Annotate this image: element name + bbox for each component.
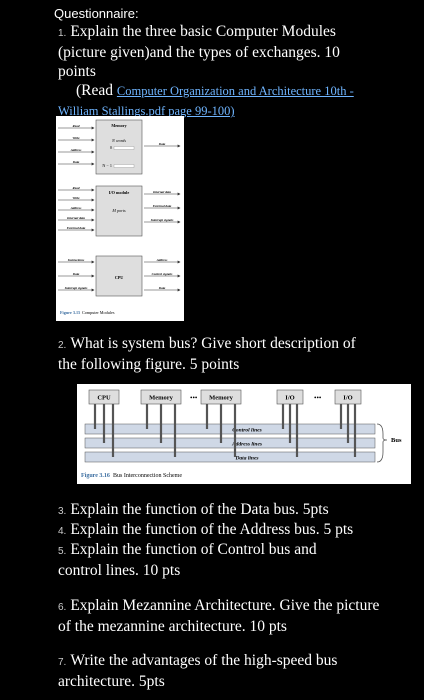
- question-4: 4.Explain the function of the Address bu…: [58, 520, 408, 541]
- cpu-input-label: Interrupt signals: [64, 286, 89, 290]
- question-7: 7.Write the advantages of the high-speed…: [58, 651, 358, 691]
- bus-module-label: Memory: [209, 395, 234, 402]
- io-module: [95, 185, 143, 237]
- io-input-label: Read: [73, 186, 80, 190]
- question-text: Explain Mezannine Architecture. Give the…: [58, 597, 380, 635]
- bus-label: Bus: [391, 437, 402, 444]
- io-title: I/O module: [109, 190, 130, 195]
- cpu-output-label: Control signals: [152, 272, 174, 276]
- question-number: 4.: [58, 526, 67, 537]
- memory-output-label: Data: [158, 142, 166, 146]
- bus-band: [84, 423, 376, 435]
- question-text: Explain the function of the Data bus. 5p…: [70, 501, 329, 518]
- memory-title: Memory: [111, 123, 127, 128]
- io-input-label: Write: [72, 196, 80, 200]
- computer-modules-figure: Memory N words 0 N − 1 I/O module M port…: [56, 116, 184, 321]
- bus-module-label: I/O: [285, 395, 294, 402]
- ellipsis: •••: [314, 394, 322, 402]
- bus-line-label: Address lines: [231, 442, 262, 448]
- cpu-title: CPU: [115, 275, 124, 280]
- figure-caption-text: Bus Interconnection Scheme: [113, 473, 182, 479]
- bus-module-label: I/O: [343, 395, 352, 402]
- read-prefix: (Read: [76, 82, 114, 99]
- question-number: 1.: [58, 28, 67, 39]
- bus-line-label: Data lines: [234, 456, 258, 462]
- question-number: 7.: [58, 657, 67, 668]
- question-number: 6.: [58, 602, 67, 613]
- cpu-output-label: Address: [156, 258, 169, 262]
- io-output-label: External data: [152, 204, 172, 208]
- question-3: 3.Explain the function of the Data bus. …: [58, 500, 408, 521]
- bus-band: [84, 437, 376, 449]
- io-input-label: External data: [66, 226, 86, 230]
- cpu-output-label: Data: [158, 286, 166, 290]
- bus-band: [84, 451, 376, 463]
- io-output-label: Internal data: [152, 190, 171, 194]
- reference-link[interactable]: Computer Organization and Architecture 1…: [58, 84, 354, 118]
- cpu-input-label: Instructions: [67, 258, 85, 262]
- question-number: 3.: [58, 506, 67, 517]
- bus-module-label: Memory: [149, 395, 174, 402]
- figure-caption-text: Computer Modules: [82, 310, 115, 315]
- question-5: 5.Explain the function of Control bus an…: [58, 540, 358, 580]
- question-text: Explain the three basic Computer Modules…: [58, 23, 340, 80]
- questionnaire-heading: Questionnaire:: [54, 6, 139, 21]
- figure-caption-number: Figure 3.16: [81, 473, 110, 479]
- bus-line-label: Control lines: [232, 428, 262, 434]
- cpu-input-label: Data: [72, 272, 80, 276]
- computer-modules-diagram: Memory N words 0 N − 1 I/O module M port…: [58, 119, 181, 315]
- io-input-label: Address: [70, 206, 83, 210]
- bus-module-label: CPU: [97, 395, 111, 402]
- memory-first: 0: [110, 145, 112, 150]
- question-text: Explain the function of the Address bus.…: [70, 521, 354, 538]
- question-text: Write the advantages of the high-speed b…: [58, 652, 338, 690]
- question-2: 2.What is system bus? Give short descrip…: [58, 334, 378, 374]
- io-ports: M ports: [111, 208, 126, 213]
- io-input-label: Internal data: [66, 216, 85, 220]
- question-number: 2.: [58, 340, 67, 351]
- memory-input-label: Data: [72, 160, 80, 164]
- question-6: 6.Explain Mezannine Architecture. Give t…: [58, 596, 380, 636]
- cpu-module: [95, 255, 143, 297]
- memory-last: N − 1: [102, 163, 112, 168]
- ellipsis: •••: [190, 394, 198, 402]
- memory-input-label: Address: [70, 148, 83, 152]
- question-text: What is system bus? Give short descripti…: [58, 335, 356, 373]
- io-output-label: Interrupt signals: [150, 218, 175, 222]
- question-1: 1.Explain the three basic Computer Modul…: [58, 22, 378, 121]
- bus-brace: [376, 423, 388, 463]
- question-number: 5.: [58, 546, 67, 557]
- figure-caption-number: Figure 3.15: [60, 310, 80, 315]
- question-text: Explain the function of Control bus and …: [58, 541, 317, 579]
- memory-input-label: Write: [72, 136, 80, 140]
- memory-input-label: Read: [73, 124, 80, 128]
- memory-words: N words: [111, 138, 126, 143]
